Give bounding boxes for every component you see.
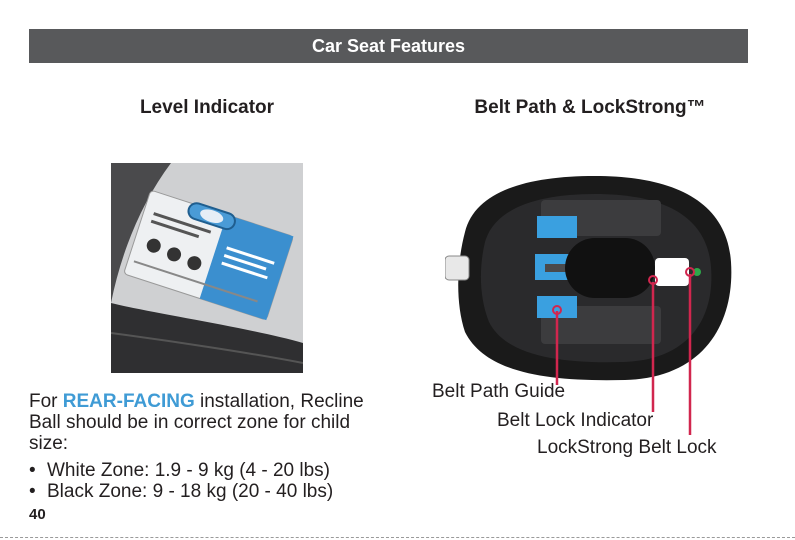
page-number: 40 [29,506,46,523]
level-indicator-heading: Level Indicator [100,97,314,119]
section-title: Car Seat Features [312,36,465,57]
callout-belt-path-guide: Belt Path Guide [432,381,565,403]
callout-lockstrong-belt-lock: LockStrong Belt Lock [537,437,717,459]
zone-list: White Zone: 1.9 - 9 kg (4 - 20 lbs) Blac… [29,460,333,502]
list-item: White Zone: 1.9 - 9 kg (4 - 20 lbs) [29,460,333,481]
callout-belt-lock-indicator: Belt Lock Indicator [497,410,653,432]
belt-path-heading: Belt Path & LockStrong™ [440,97,740,119]
bottom-divider [0,537,795,538]
intro-prefix: For [29,391,63,412]
rear-facing-description: For REAR-FACING installation, Recline Ba… [29,391,389,454]
car-seat-base-photo [445,172,735,384]
list-item: Black Zone: 9 - 18 kg (20 - 40 lbs) [29,481,333,502]
level-indicator-photo [111,163,303,373]
section-header: Car Seat Features [29,29,748,63]
rear-facing-label: REAR-FACING [63,391,195,412]
